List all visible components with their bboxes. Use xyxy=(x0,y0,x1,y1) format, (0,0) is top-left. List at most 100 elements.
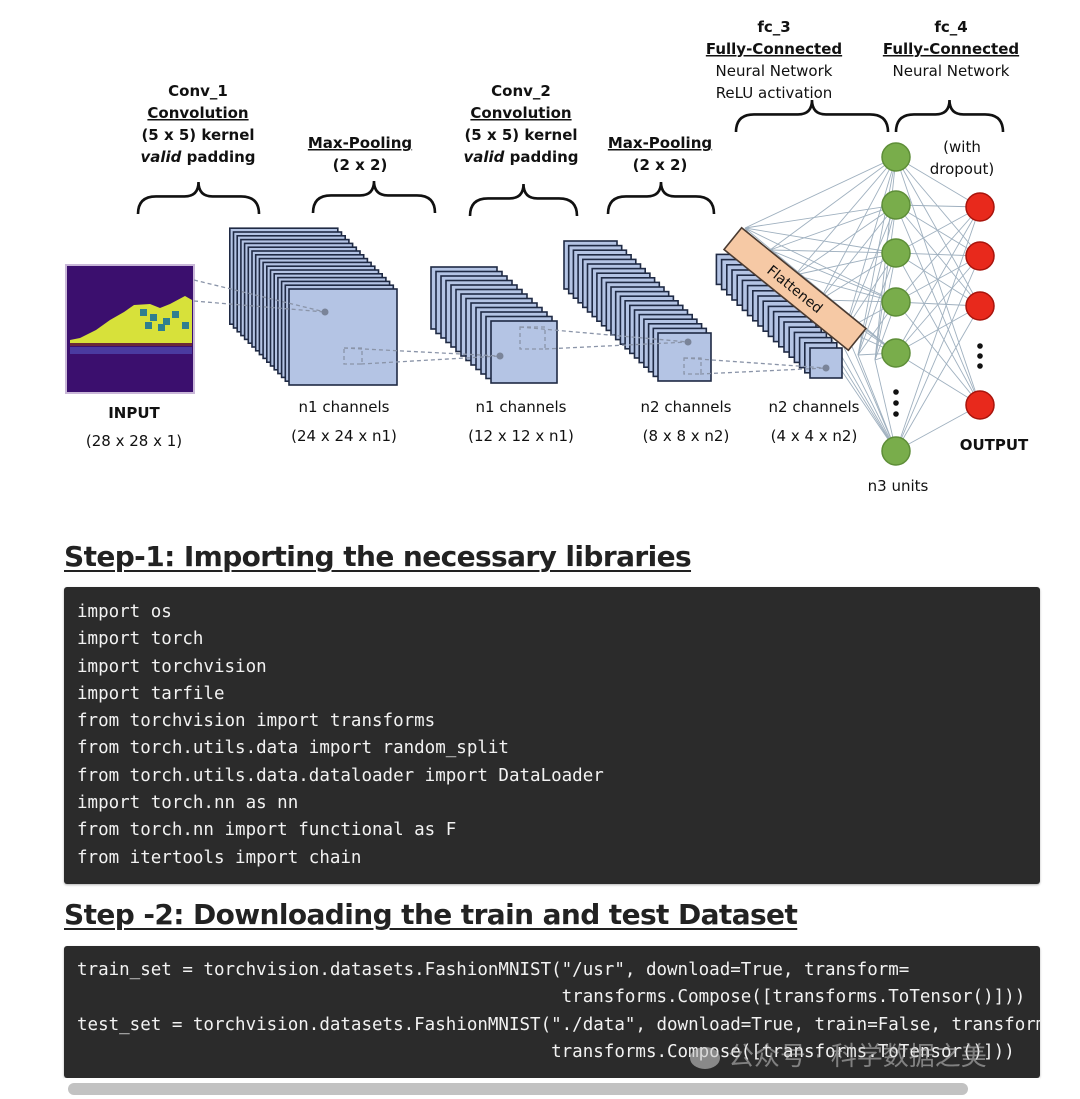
horizontal-scrollbar[interactable] xyxy=(64,1078,1040,1099)
connection-line xyxy=(857,156,897,356)
scrollbar-thumb[interactable] xyxy=(68,1083,968,1095)
output-label: OUTPUT xyxy=(960,436,1029,454)
flattened-rect xyxy=(722,226,868,352)
receptive-field-box xyxy=(343,347,363,365)
brace-conv1 xyxy=(136,181,261,215)
padding-italic: valid xyxy=(140,148,181,166)
connection-line xyxy=(744,156,897,229)
connection-line xyxy=(895,206,981,452)
connection-line xyxy=(857,354,897,452)
connection-line xyxy=(744,227,897,254)
center-dot xyxy=(822,364,830,372)
step-1-heading: Step-1: Importing the necessary librarie… xyxy=(64,540,692,573)
conv2-label-line: (5 x 5) kernel xyxy=(464,126,577,144)
conv2-label-line: Conv_2 xyxy=(491,82,551,100)
step-1-code: import os import torch import torchvisio… xyxy=(77,602,604,868)
fc3-label-line: fc_3 xyxy=(757,18,790,36)
connection-line xyxy=(857,252,897,356)
guide-line xyxy=(683,357,827,369)
hidden-node xyxy=(881,287,911,317)
pool2-label-line: Max-Pooling xyxy=(608,134,712,152)
center-dot xyxy=(684,338,692,346)
conv1-label-line: Convolution xyxy=(147,104,248,122)
conv1-label-line: Conv_1 xyxy=(168,82,228,100)
stage-channels: n2 channels xyxy=(641,398,732,416)
input-label: INPUT xyxy=(108,404,160,422)
dropout-note-line: (with xyxy=(943,138,981,156)
watermark-text: 公众号 · 科学数据之美 xyxy=(728,1042,987,1072)
stage-dims: (8 x 8 x n2) xyxy=(643,427,730,445)
pool1-label-line: (2 x 2) xyxy=(333,156,388,174)
watermark: 公众号 · 科学数据之美 xyxy=(690,1036,987,1073)
guide-line xyxy=(519,326,689,343)
padding-label: valid padding xyxy=(463,148,578,166)
ellipsis-dot xyxy=(977,343,983,349)
shoe-pixel xyxy=(172,311,179,318)
dropout-note-line: dropout) xyxy=(930,160,994,178)
feature-map xyxy=(490,320,558,384)
output-node xyxy=(965,291,995,321)
fc4-label-line: fc_4 xyxy=(934,18,967,36)
brace-pool2 xyxy=(606,181,716,215)
hidden-node xyxy=(881,338,911,368)
brace-conv2 xyxy=(468,183,579,217)
guide-line xyxy=(343,347,501,357)
padding-italic: valid xyxy=(463,148,504,166)
step-1-code-block[interactable]: import os import torch import torchvisio… xyxy=(64,587,1040,884)
stage-dims: (4 x 4 x n2) xyxy=(771,427,858,445)
feature-map xyxy=(288,288,398,386)
step-2-code-block[interactable]: train_set = torchvision.datasets.Fashion… xyxy=(64,946,1040,1078)
hidden-node xyxy=(881,190,911,220)
output-node xyxy=(965,192,995,222)
connection-line xyxy=(895,255,981,303)
fc3-label-line: Neural Network xyxy=(716,62,833,80)
padding-rest: padding xyxy=(504,148,578,166)
input-image xyxy=(65,264,195,394)
connection-line xyxy=(769,156,897,251)
center-dot xyxy=(496,352,504,360)
fc-connections xyxy=(744,156,981,452)
brace-fc3 xyxy=(734,99,890,133)
connection-line xyxy=(769,204,897,251)
wechat-icon xyxy=(690,1046,720,1069)
connection-line xyxy=(895,156,981,208)
padding-rest: padding xyxy=(181,148,255,166)
fc4-label-line: Fully-Connected xyxy=(883,40,1019,58)
shoe-pixel xyxy=(150,314,157,321)
connection-line xyxy=(895,206,981,303)
receptive-field-guides xyxy=(193,279,830,375)
stage-channels: n2 channels xyxy=(769,398,860,416)
feature-map xyxy=(809,347,843,379)
guide-line xyxy=(193,300,326,313)
pool1-label-line: Max-Pooling xyxy=(308,134,412,152)
stage-labels: INPUT(28 x 28 x 1)n1 channels(24 x 24 x … xyxy=(86,398,1029,495)
connection-line xyxy=(895,156,981,307)
connection-line xyxy=(874,204,897,361)
shoe-pixel xyxy=(158,324,165,331)
guide-line xyxy=(544,341,689,350)
ellipsis-dot xyxy=(893,400,899,406)
connection-line xyxy=(895,156,981,406)
shoe-pixel xyxy=(163,318,170,325)
connection-line xyxy=(769,249,897,254)
connection-line xyxy=(844,204,897,331)
padding-label: valid padding xyxy=(140,148,255,166)
shoe-pixel xyxy=(182,322,189,329)
pool2-label-line: (2 x 2) xyxy=(633,156,688,174)
connection-line xyxy=(895,255,981,354)
step-2-code: train_set = torchvision.datasets.Fashion… xyxy=(77,960,1040,1062)
layer-braces xyxy=(136,99,1005,217)
connection-line xyxy=(794,252,897,276)
receptive-field-box xyxy=(519,326,546,350)
input-dims: (28 x 28 x 1) xyxy=(86,432,182,450)
connection-line xyxy=(844,156,897,331)
network-nodes xyxy=(881,142,995,466)
shoe-pixel xyxy=(145,322,152,329)
stage-dims: (12 x 12 x n1) xyxy=(468,427,574,445)
hidden-node xyxy=(881,142,911,172)
ellipsis-dot xyxy=(977,363,983,369)
ellipsis-dot xyxy=(977,353,983,359)
fc3-label-line: Fully-Connected xyxy=(706,40,842,58)
